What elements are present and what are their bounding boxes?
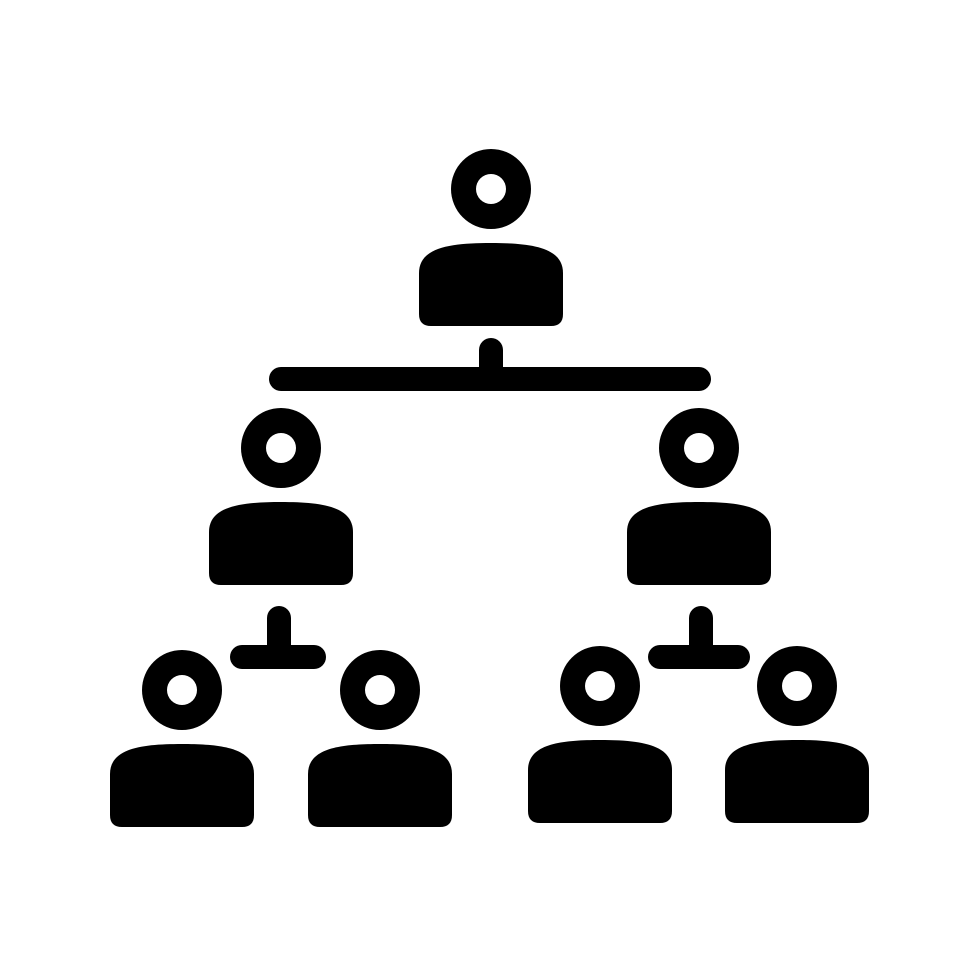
person-head-hole — [585, 671, 615, 701]
person-body-icon — [308, 744, 452, 827]
person-bottom-2-icon — [308, 650, 452, 827]
person-head-hole — [782, 671, 812, 701]
person-head-hole — [365, 675, 395, 705]
person-body-icon — [725, 740, 869, 823]
person-middle-left-icon — [209, 408, 353, 585]
person-bottom-4-icon — [725, 646, 869, 823]
person-body-icon — [627, 502, 771, 585]
person-body-icon — [110, 744, 254, 827]
person-head-hole — [266, 433, 296, 463]
person-body-icon — [209, 502, 353, 585]
person-head-hole — [476, 174, 506, 204]
person-top-icon — [419, 149, 563, 326]
person-head-hole — [684, 433, 714, 463]
person-bottom-1-icon — [110, 650, 254, 827]
person-bottom-3-icon — [528, 646, 672, 823]
person-body-icon — [528, 740, 672, 823]
person-body-icon — [419, 243, 563, 326]
person-middle-right-icon — [627, 408, 771, 585]
person-head-hole — [167, 675, 197, 705]
